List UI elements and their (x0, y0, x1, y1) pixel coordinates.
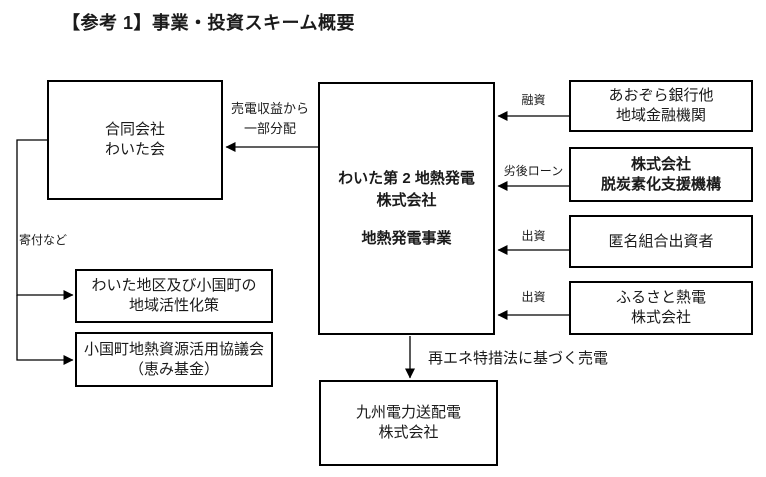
box-goudou-kaisha-waita-kai: 合同会社 わいた会 (47, 80, 223, 200)
label-investment-furusato: 出資 (521, 290, 546, 304)
box-line: 脱炭素化支援機構 (600, 175, 721, 193)
box-regional-revitalization: わいた地区及び小国町の 地域活性化策 (75, 269, 273, 323)
box-kyushu-electric-transmission: 九州電力送配電 株式会社 (319, 380, 498, 466)
arrow-donation-1 (16, 139, 74, 300)
box-line: 株式会社 (376, 191, 437, 209)
box-line: 株式会社 (630, 309, 691, 326)
box-decarbonization-support-org: 株式会社 脱炭素化支援機構 (569, 147, 753, 202)
box-line: 九州電力送配電 (355, 404, 461, 421)
box-furusato-netsuden: ふるさと熱電 株式会社 (569, 281, 753, 335)
arrow-donation-2 (16, 295, 74, 365)
box-line: ふるさと熱電 (615, 289, 706, 306)
box-aozora-bank: あおぞら銀行他 地域金融機関 (569, 80, 753, 132)
box-anonymous-partnership-investors: 匿名組合出資者 (569, 215, 753, 268)
label-investment-tk: 出資 (521, 229, 546, 243)
box-line: 合同会社 (104, 121, 165, 138)
box-line: わいた会 (104, 141, 165, 158)
label-subordinated-loan: 劣後ローン (503, 164, 564, 178)
label-power-sale-feed-in-tariff: 再エネ特措法に基づく売電 (428, 350, 609, 367)
box-line: 地域活性化策 (128, 297, 219, 314)
box-line: 地熱発電事業 (361, 229, 452, 247)
box-line: 地域金融機関 (615, 107, 706, 124)
box-line: 株式会社 (378, 424, 439, 441)
box-line: わいた地区及び小国町の (91, 277, 257, 294)
label-line: 売電収益から (230, 101, 309, 116)
box-line: あおぞら銀行他 (608, 87, 714, 104)
label-line: 一部分配 (243, 121, 296, 136)
box-line: わいた第 2 地熱発電 (338, 169, 475, 187)
box-line: 小国町地熱資源活用協議会 (83, 340, 264, 358)
box-line: （恵み基金） (128, 360, 219, 378)
box-line: 匿名組合出資者 (608, 232, 714, 250)
label-revenue-share: 売電収益から 一部分配 (226, 99, 314, 139)
box-oguni-geothermal-council: 小国町地熱資源活用協議会 （恵み基金） (75, 332, 273, 387)
page-title: 【参考 1】事業・投資スキーム概要 (62, 13, 355, 33)
box-line: 株式会社 (630, 155, 691, 173)
label-loan: 融資 (521, 93, 546, 107)
label-donation: 寄付など (19, 233, 68, 247)
box-waita-no2-geothermal: わいた第 2 地熱発電 株式会社 地熱発電事業 (318, 82, 495, 335)
